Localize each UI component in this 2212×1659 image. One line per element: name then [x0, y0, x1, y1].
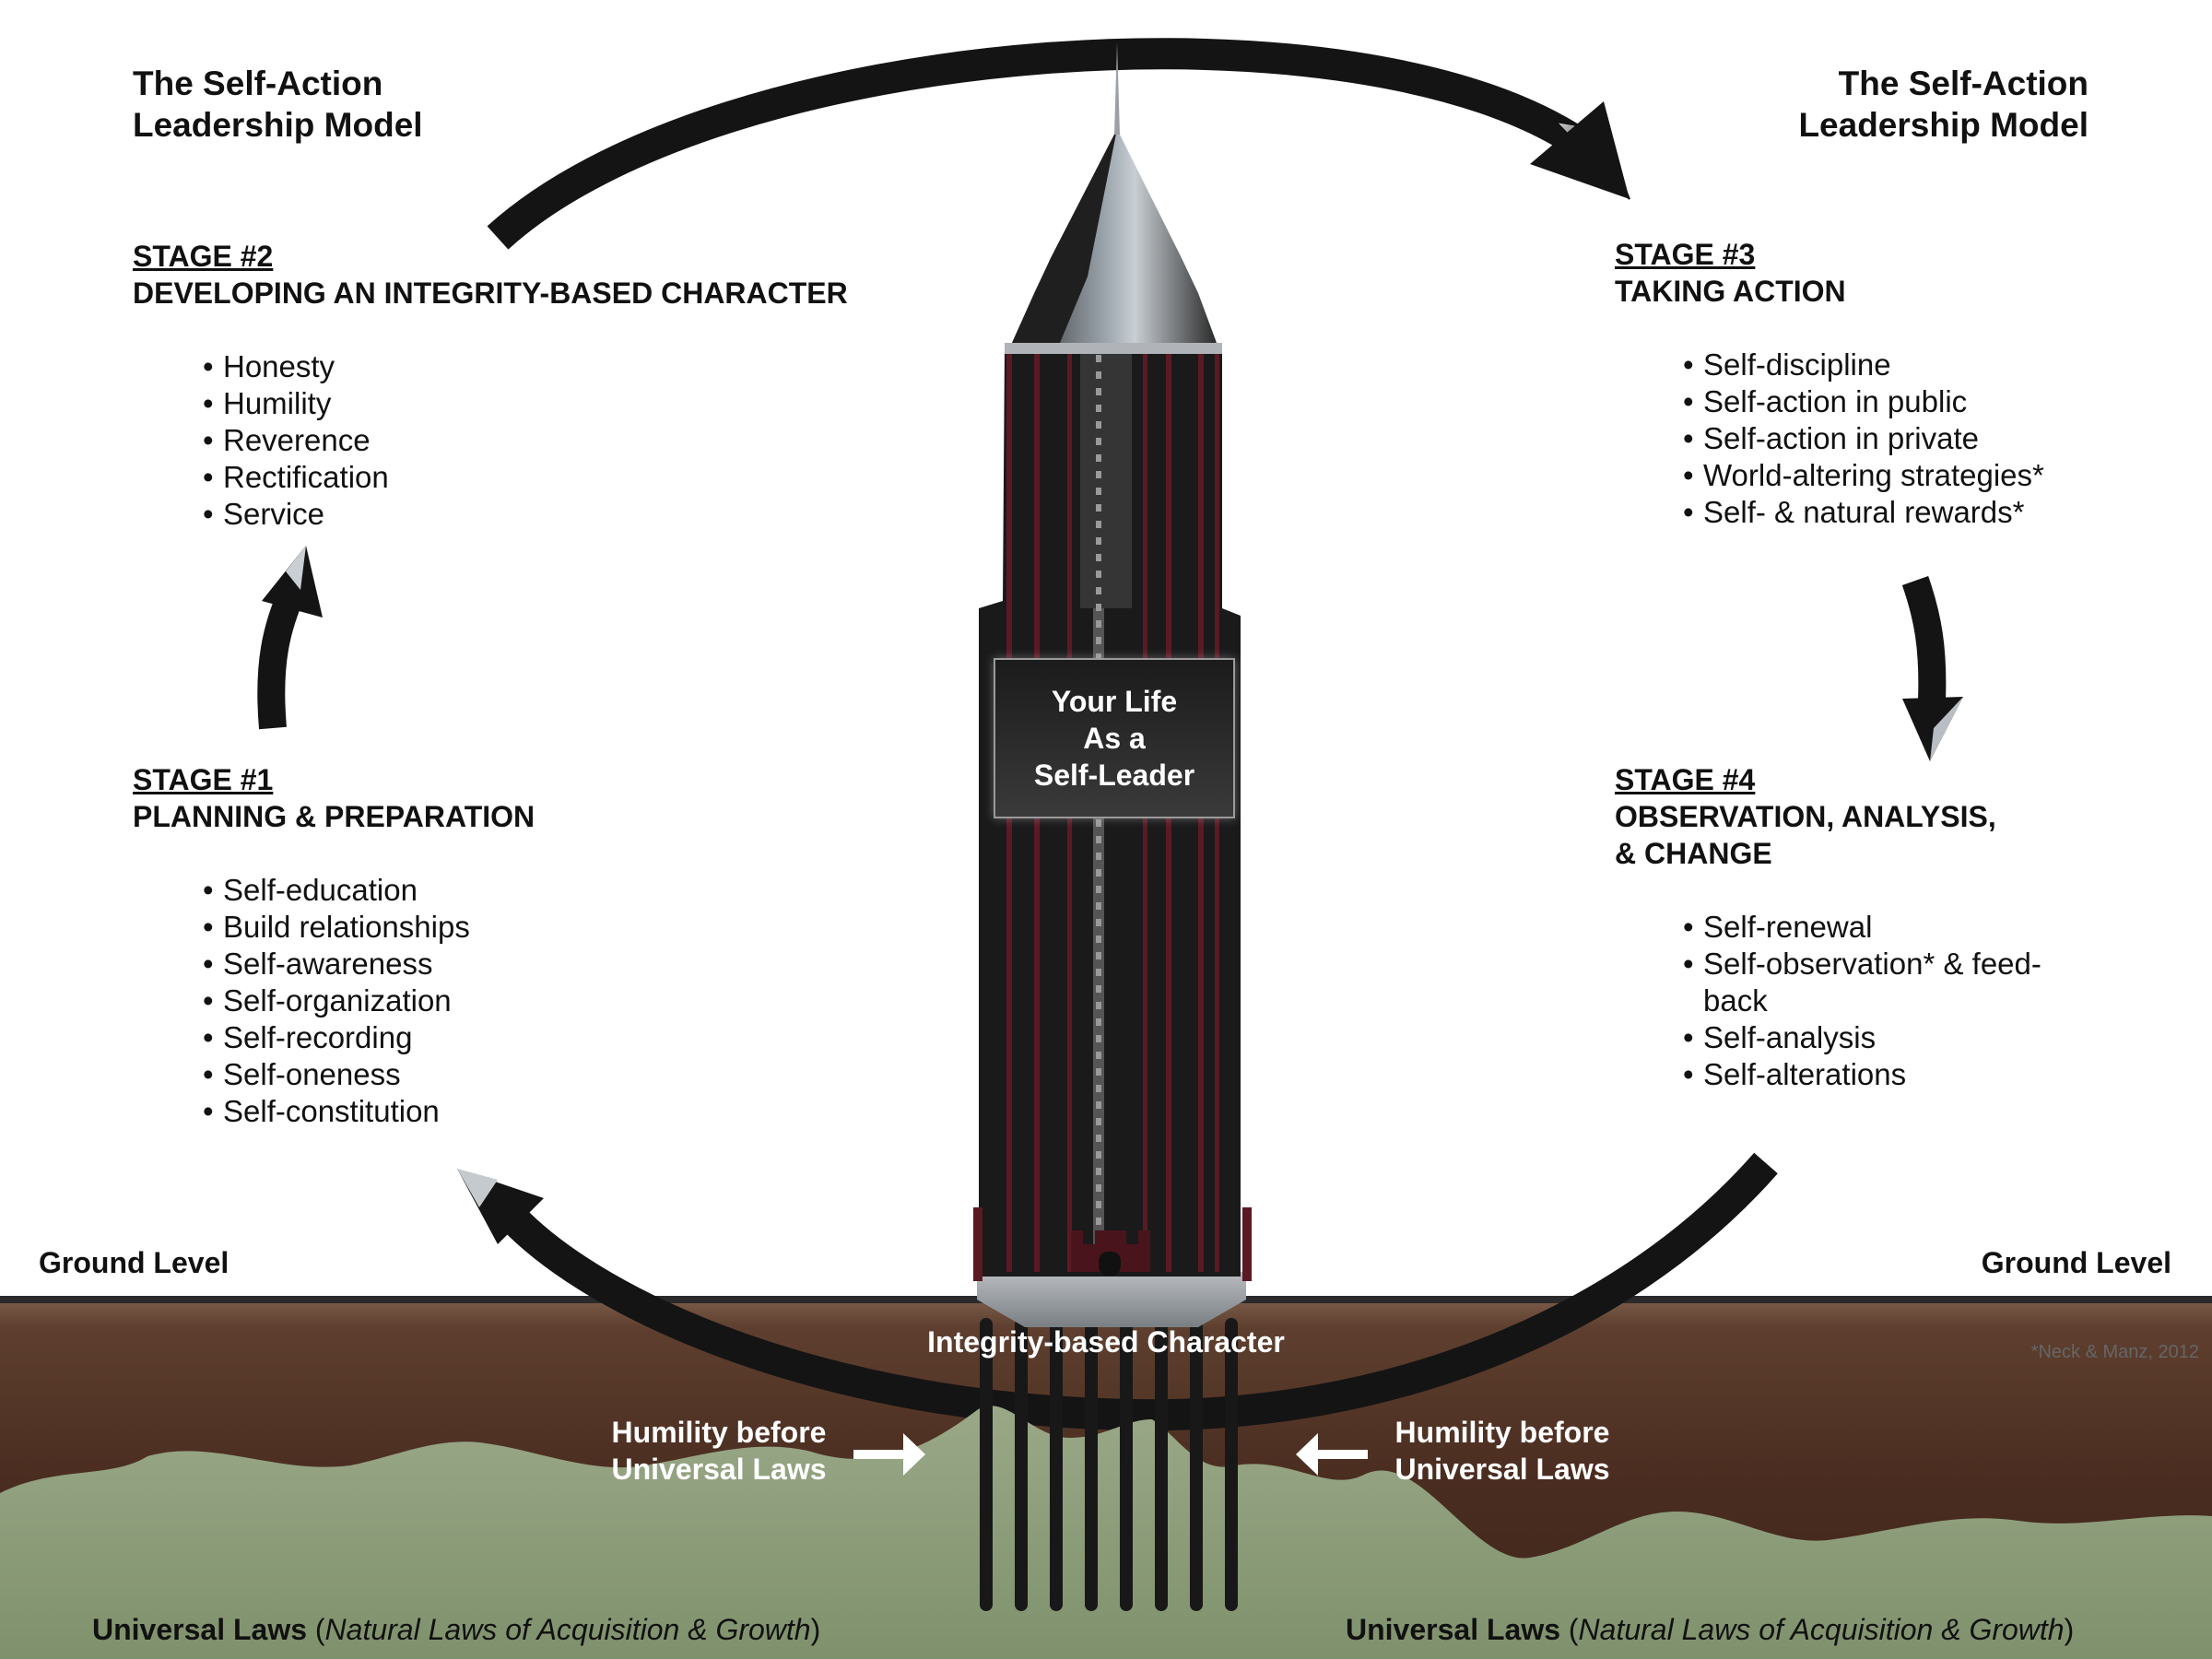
stage-4-name-line-1: OBSERVATION, ANALYSIS,	[1615, 800, 1996, 833]
title-right: The Self-Action Leadership Model	[1798, 63, 2088, 146]
title-left-line-1: The Self-Action	[133, 65, 383, 102]
tower-top-band	[1005, 343, 1222, 354]
stage-4-number: STAGE #4	[1615, 763, 1756, 796]
universal-laws-right: Universal Laws (Natural Laws of Acquisit…	[1346, 1613, 2075, 1646]
list-item: Self-analysis	[1683, 1019, 2041, 1056]
stage-1-name-line-1: PLANNING & PREPARATION	[133, 800, 535, 833]
list-item: Self-discipline	[1683, 347, 2044, 383]
list-item: Rectification	[203, 459, 389, 496]
title-right-line-1: The Self-Action	[1838, 65, 2088, 102]
tower-antenna	[1114, 42, 1120, 135]
title-left-line-2: Leadership Model	[133, 106, 423, 144]
humility-right-line-1: Humility before	[1394, 1416, 1610, 1449]
cycle-arrow-bottom-tip	[457, 1169, 498, 1207]
list-item: Self-action in private	[1683, 420, 2044, 457]
tower-crown-shade	[1012, 129, 1117, 343]
tower-shaft-upper	[1080, 350, 1132, 608]
stage-2-items: Honesty Humility Reverence Rectification…	[203, 348, 389, 533]
list-item: Self-education	[203, 872, 470, 909]
foundation-label: Integrity-based Character	[927, 1325, 1285, 1359]
list-item-continuation: back	[1703, 983, 1768, 1018]
stage-2-name: DEVELOPING AN INTEGRITY-BASED CHARACTER	[133, 275, 848, 312]
center-box-line-3: Self-Leader	[1033, 759, 1195, 792]
list-item: Build relationships	[203, 909, 470, 946]
stage-4-name: OBSERVATION, ANALYSIS, & CHANGE	[1615, 798, 1996, 872]
stage-4-name-line-2: & CHANGE	[1615, 837, 1772, 870]
stage-2-number: STAGE #2	[133, 240, 274, 273]
grass-hills	[0, 1406, 2212, 1659]
cycle-arrow-top	[487, 38, 1594, 250]
center-box-line-1: Your Life	[1051, 685, 1178, 718]
stage-4-items: Self-renewal Self-observation* & feed- b…	[1683, 909, 2041, 1093]
title-right-line-2: Leadership Model	[1798, 106, 2088, 144]
stage-1-number: STAGE #1	[133, 763, 274, 796]
list-item: Service	[203, 496, 389, 533]
list-item: World-altering strategies*	[1683, 457, 2044, 494]
stage-1-items: Self-education Build relationships Self-…	[203, 872, 470, 1130]
humility-label-left: Humility before Universal Laws	[581, 1414, 857, 1488]
stage-3-items: Self-discipline Self-action in public Se…	[1683, 347, 2044, 531]
center-box-self-leader: Your Life As a Self-Leader	[994, 658, 1235, 818]
list-item: Self-awareness	[203, 946, 470, 982]
list-item: Honesty	[203, 348, 389, 385]
center-box-line-2: As a	[1083, 722, 1146, 755]
stage-3-name: TAKING ACTION	[1615, 273, 1846, 310]
list-item: Self-alterations	[1683, 1056, 2041, 1093]
humility-arrow-left	[853, 1433, 925, 1476]
tower-base-post-left	[973, 1207, 982, 1281]
universal-laws-left-italic: Natural Laws of Acquisition & Growth	[324, 1613, 811, 1646]
arrow-stage1-to-stage2-head	[262, 546, 323, 618]
humility-right-line-2: Universal Laws	[1394, 1453, 1610, 1486]
list-item: Humility	[203, 385, 389, 422]
universal-laws-right-bold: Universal Laws	[1346, 1613, 1560, 1646]
humility-left-line-2: Universal Laws	[611, 1453, 827, 1486]
stage-4-heading: STAGE #4 OBSERVATION, ANALYSIS, & CHANGE	[1615, 761, 1996, 872]
stage-3-number: STAGE #3	[1615, 238, 1756, 271]
tower-foundation	[977, 1272, 1246, 1327]
ground-level-left: Ground Level	[39, 1246, 229, 1279]
list-item: Self-organization	[203, 982, 470, 1019]
humility-arrow-right	[1296, 1433, 1368, 1476]
stage-3-name-line-1: TAKING ACTION	[1615, 275, 1846, 308]
list-item: Self-action in public	[1683, 383, 2044, 420]
title-left: The Self-Action Leadership Model	[133, 63, 423, 146]
stage-3-heading: STAGE #3 TAKING ACTION	[1615, 236, 1846, 310]
stage-2-name-line-1: DEVELOPING AN INTEGRITY-BASED CHARACTER	[133, 276, 848, 310]
universal-laws-left-bold: Universal Laws	[92, 1613, 307, 1646]
cycle-arrow-top-head-fill	[1530, 101, 1630, 199]
arrow-stage3-to-stage4	[1901, 576, 1947, 701]
list-item: Reverence	[203, 422, 389, 459]
universal-laws-left: Universal Laws (Natural Laws of Acquisit…	[92, 1613, 821, 1646]
list-item: Self-constitution	[203, 1093, 470, 1130]
citation: *Neck & Manz, 2012	[2030, 1342, 2199, 1362]
foundation-piles	[980, 1318, 1238, 1611]
stage-1-heading: STAGE #1 PLANNING & PREPARATION	[133, 761, 535, 835]
arrow-stage3-to-stage4-tip	[1930, 697, 1963, 761]
tower-gate-door	[1099, 1252, 1121, 1276]
tower-gate	[1071, 1230, 1150, 1272]
arrow-stage1-to-stage2-tip	[286, 546, 306, 590]
ground-level-right: Ground Level	[1981, 1246, 2171, 1279]
arrow-stage3-to-stage4-head	[1902, 697, 1963, 761]
list-item: Self- & natural rewards*	[1683, 494, 2044, 531]
list-item: Self-renewal	[1683, 909, 2041, 946]
universal-laws-right-italic: Natural Laws of Acquisition & Growth	[1578, 1613, 2065, 1646]
tower-base-post-right	[1242, 1207, 1252, 1281]
stage-1-name: PLANNING & PREPARATION	[133, 798, 535, 835]
humility-label-right: Humility before Universal Laws	[1364, 1414, 1641, 1488]
list-item: Self-observation* & feed-	[1683, 946, 2041, 982]
cycle-arrow-bottom	[500, 1152, 1778, 1431]
arrow-stage1-to-stage2	[257, 583, 306, 730]
humility-left-line-1: Humility before	[611, 1416, 827, 1449]
list-item: Self-recording	[203, 1019, 470, 1056]
list-item: Self-oneness	[203, 1056, 470, 1093]
stage-2-heading: STAGE #2 DEVELOPING AN INTEGRITY-BASED C…	[133, 238, 848, 312]
